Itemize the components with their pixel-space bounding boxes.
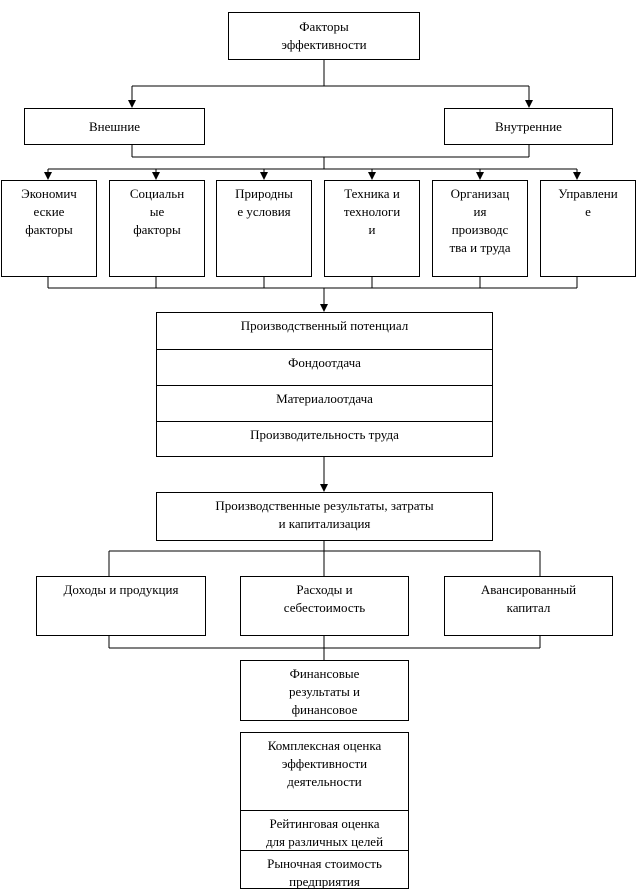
factor-box-technology: Техника и технологи и [324, 180, 420, 277]
component-label-income: Доходы и продукция [63, 582, 179, 597]
component-box-income: Доходы и продукция [36, 576, 206, 636]
assessment-stack: Комплексная оценка эффективности деятель… [240, 732, 409, 889]
results-box: Производственные результаты, затраты и к… [156, 492, 493, 541]
factor-box-economic: Экономич еские факторы [1, 180, 97, 277]
component-label-capital: Авансированный капитал [480, 582, 577, 615]
assessment-row-rating: Рейтинговая оценка для различных целей [241, 810, 408, 850]
factor-label-management: Управлени е [558, 186, 618, 219]
factor-label-natural: Природны е условия [235, 186, 293, 219]
external-factors-box: Внешние [24, 108, 205, 145]
factor-box-management: Управлени е [540, 180, 636, 277]
component-label-costs: Расходы и себестоимость [283, 582, 366, 615]
component-box-costs: Расходы и себестоимость [240, 576, 409, 636]
factor-label-technology: Техника и технологи и [343, 186, 401, 237]
factor-label-social: Социальн ые факторы [129, 186, 185, 237]
factor-label-economic: Экономич еские факторы [21, 186, 77, 237]
component-box-capital: Авансированный капитал [444, 576, 613, 636]
potential-row-labor-productivity: Производительность труда [157, 421, 492, 456]
financial-results-box: Финансовые результаты и финансовое состо… [240, 660, 409, 721]
factor-box-natural: Природны е условия [216, 180, 312, 277]
potential-stack: Производственный потенциал Фондоотдача М… [156, 312, 493, 457]
assessment-row-market-value: Рыночная стоимость предприятия [241, 850, 408, 888]
financial-results-label: Финансовые результаты и финансовое состо… [288, 666, 361, 717]
root-box: Факторы эффективности [228, 12, 420, 60]
assessment-row-complex: Комплексная оценка эффективности деятель… [267, 738, 382, 789]
factor-label-organization: Организац ия производс тва и труда [449, 186, 511, 255]
factor-box-social: Социальн ые факторы [109, 180, 205, 277]
results-label: Производственные результаты, затраты и к… [215, 498, 434, 531]
root-label: Факторы эффективности [281, 19, 367, 52]
potential-row-production: Производственный потенциал [240, 318, 409, 333]
internal-factors-box: Внутренние [444, 108, 613, 145]
factor-box-organization: Организац ия производс тва и труда [432, 180, 528, 277]
internal-factors-label: Внутренние [495, 118, 562, 134]
potential-row-fixed-asset-productivity: Фондоотдача [157, 349, 492, 385]
external-factors-label: Внешние [88, 118, 141, 134]
potential-row-material-productivity: Материалоотдача [157, 385, 492, 421]
